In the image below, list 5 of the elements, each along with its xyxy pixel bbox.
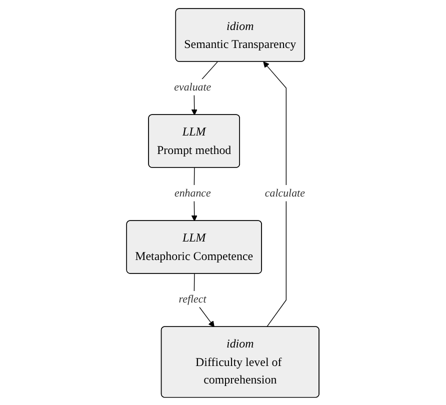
arrow (263, 61, 287, 327)
edge-label: reflect (178, 292, 206, 305)
edge-label: evaluate (174, 80, 212, 93)
edge-label: calculate (265, 186, 306, 199)
edge-label: enhance (174, 186, 212, 199)
